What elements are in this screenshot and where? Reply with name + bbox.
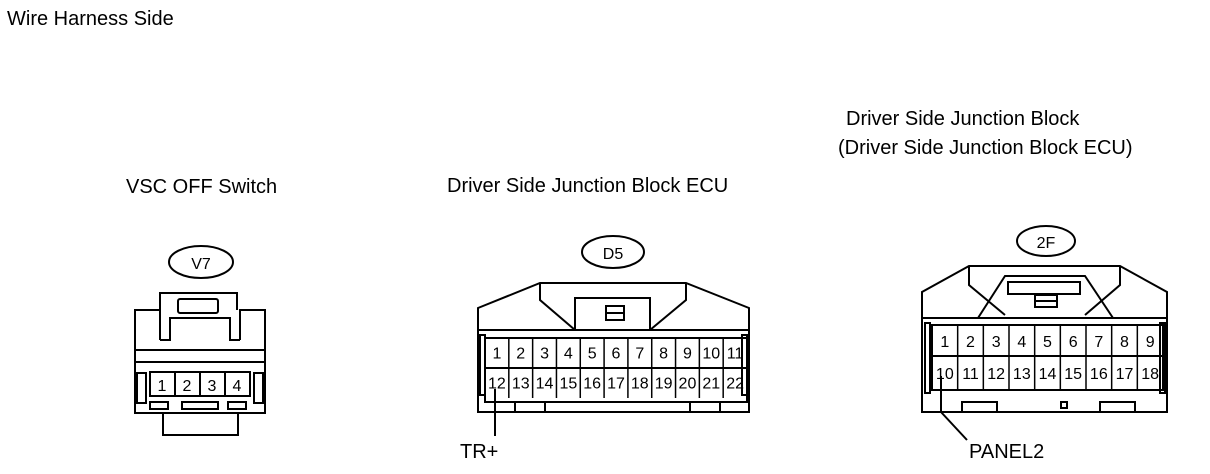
2f-connector bbox=[921, 225, 1168, 441]
v7-pin: 4 bbox=[233, 378, 242, 395]
2f-code-ellipse bbox=[1016, 225, 1076, 257]
d5-pin: 19 bbox=[655, 375, 673, 392]
f2-pin: 18 bbox=[1141, 366, 1159, 383]
d5-code: D5 bbox=[603, 246, 624, 263]
v7-code-ellipse bbox=[168, 245, 234, 279]
d5-pin: 22 bbox=[726, 375, 744, 392]
v7-pin: 1 bbox=[158, 378, 167, 395]
f2-pin: 15 bbox=[1064, 366, 1082, 383]
v7-caption: VSC OFF Switch bbox=[126, 176, 278, 198]
f2-pin: 3 bbox=[992, 334, 1001, 351]
f2-pin: 12 bbox=[987, 366, 1005, 383]
f2-pin: 7 bbox=[1094, 334, 1103, 351]
2f-callout-line bbox=[940, 376, 968, 441]
d5-pin: 2 bbox=[516, 345, 525, 362]
d5-code-ellipse bbox=[581, 235, 645, 269]
d5-pin: 5 bbox=[588, 345, 597, 362]
v7-connector bbox=[134, 245, 266, 436]
d5-pin: 20 bbox=[679, 375, 697, 392]
f2-pin: 14 bbox=[1039, 366, 1057, 383]
d5-pin: 4 bbox=[564, 345, 573, 362]
d5-pin: 18 bbox=[631, 375, 649, 392]
d5-callout-label: TR+ bbox=[460, 441, 498, 463]
d5-pin: 16 bbox=[583, 375, 601, 392]
f2-pin: 9 bbox=[1146, 334, 1155, 351]
f2-pin: 2 bbox=[966, 334, 975, 351]
d5-connector bbox=[477, 235, 750, 436]
v7-foot bbox=[162, 412, 239, 436]
d5-pin: 13 bbox=[512, 375, 530, 392]
d5-caption: Driver Side Junction Block ECU bbox=[447, 175, 729, 197]
v7-lock-tab bbox=[159, 292, 238, 310]
2f-pin-grid bbox=[931, 324, 1164, 391]
d5-pin: 17 bbox=[607, 375, 625, 392]
f2-pin: 13 bbox=[1013, 366, 1031, 383]
f2-pin: 4 bbox=[1017, 334, 1026, 351]
f2-pin: 5 bbox=[1043, 334, 1052, 351]
f2-pin: 6 bbox=[1069, 334, 1078, 351]
page-title: Wire Harness Side bbox=[7, 8, 174, 30]
v7-code: V7 bbox=[191, 256, 211, 273]
d5-pin: 21 bbox=[702, 375, 720, 392]
d5-pin: 1 bbox=[492, 345, 501, 362]
d5-pin: 12 bbox=[488, 375, 506, 392]
2f-caption-line1: Driver Side Junction Block bbox=[846, 108, 1080, 130]
d5-pin-grid bbox=[484, 337, 748, 403]
d5-pin: 7 bbox=[635, 345, 644, 362]
2f-code: 2F bbox=[1037, 235, 1056, 252]
2f-callout-label: PANEL2 bbox=[969, 441, 1044, 463]
f2-pin: 17 bbox=[1116, 366, 1134, 383]
v7-pin: 2 bbox=[183, 378, 192, 395]
v7-pin: 3 bbox=[208, 378, 217, 395]
d5-pin: 8 bbox=[659, 345, 668, 362]
d5-pin: 14 bbox=[536, 375, 554, 392]
f2-pin: 11 bbox=[962, 366, 979, 383]
d5-pin: 3 bbox=[540, 345, 549, 362]
d5-pin: 6 bbox=[612, 345, 621, 362]
d5-pin: 15 bbox=[559, 375, 577, 392]
f2-pin: 10 bbox=[936, 366, 954, 383]
f2-pin: 8 bbox=[1120, 334, 1129, 351]
d5-pin: 10 bbox=[702, 345, 720, 362]
f2-pin: 16 bbox=[1090, 366, 1108, 383]
d5-pin: 11 bbox=[727, 345, 744, 362]
2f-caption-line2: (Driver Side Junction Block ECU) bbox=[838, 137, 1133, 159]
f2-pin: 1 bbox=[940, 334, 949, 351]
d5-pin: 9 bbox=[683, 345, 692, 362]
